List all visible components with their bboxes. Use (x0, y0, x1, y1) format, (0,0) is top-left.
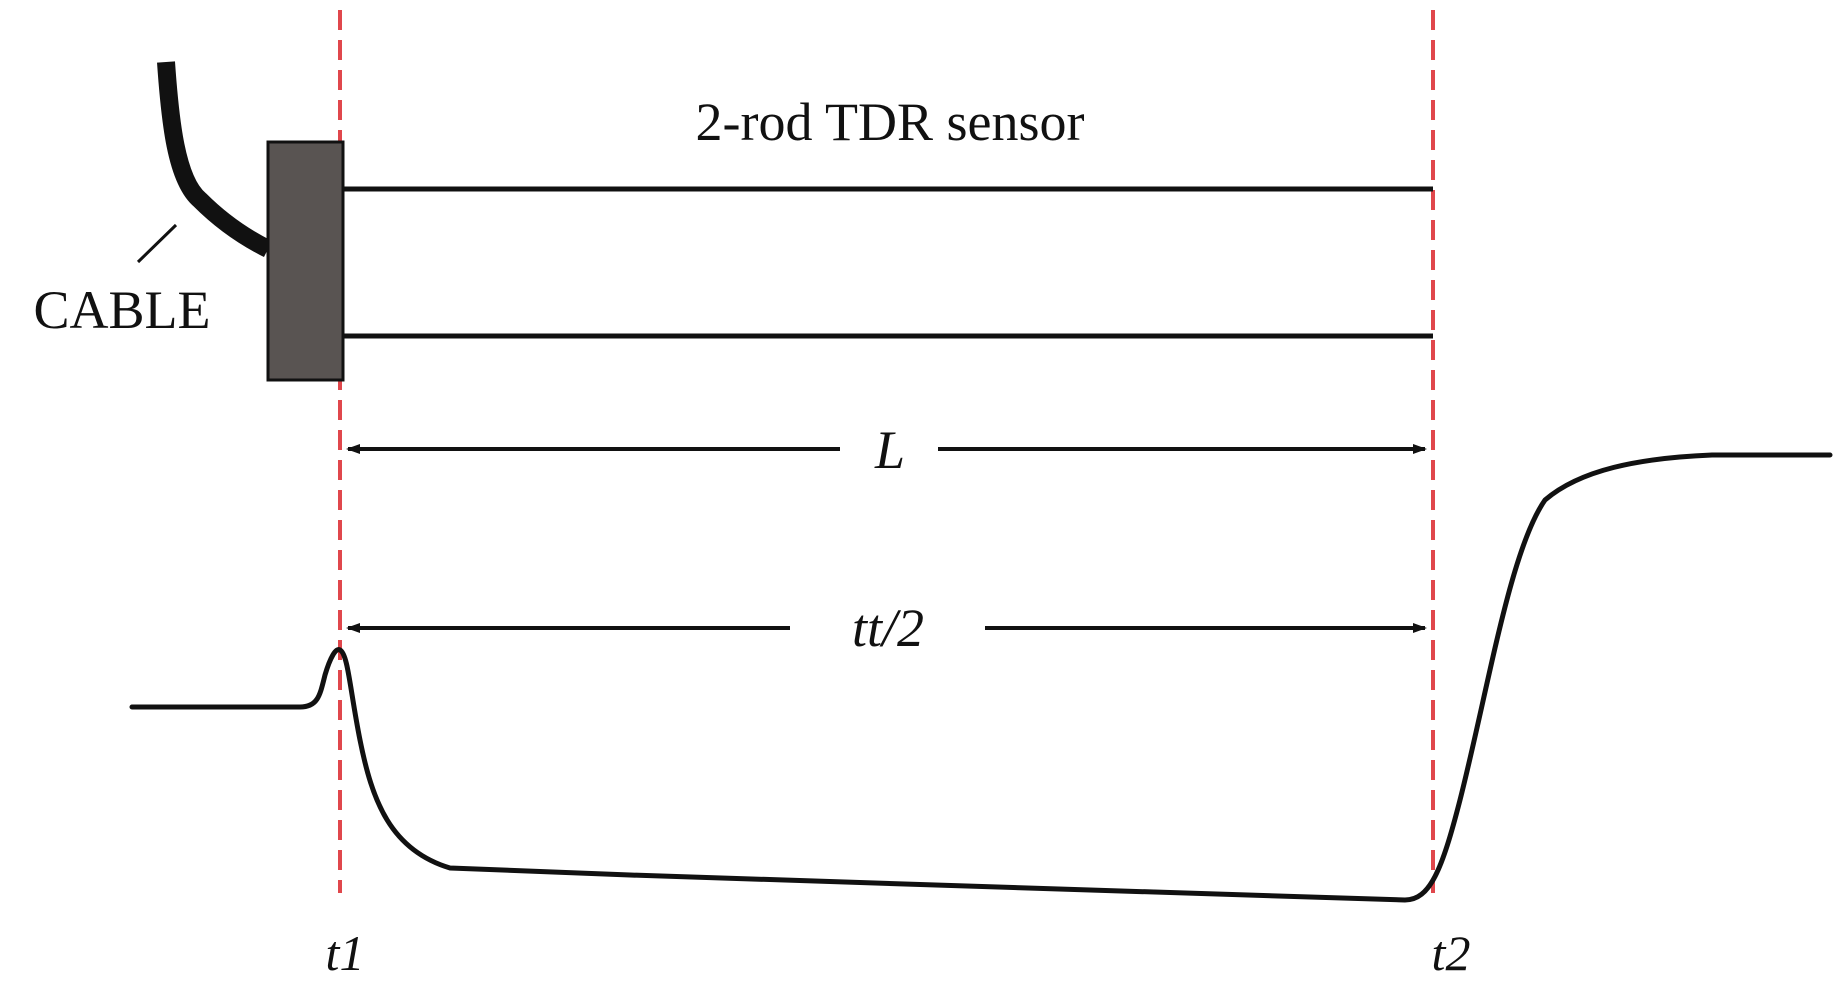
cable-label: CABLE (33, 280, 210, 340)
t2-label: t2 (1432, 925, 1471, 981)
sensor-title: 2-rod TDR sensor (696, 92, 1085, 152)
length-label: L (874, 420, 905, 480)
sensor-connector (266, 140, 345, 382)
t1-label: t1 (326, 925, 365, 981)
travel-time-label: tt/2 (852, 598, 924, 658)
cable-label-leader (136, 223, 178, 264)
cable (157, 61, 273, 258)
tdr-waveform (129, 452, 1833, 903)
